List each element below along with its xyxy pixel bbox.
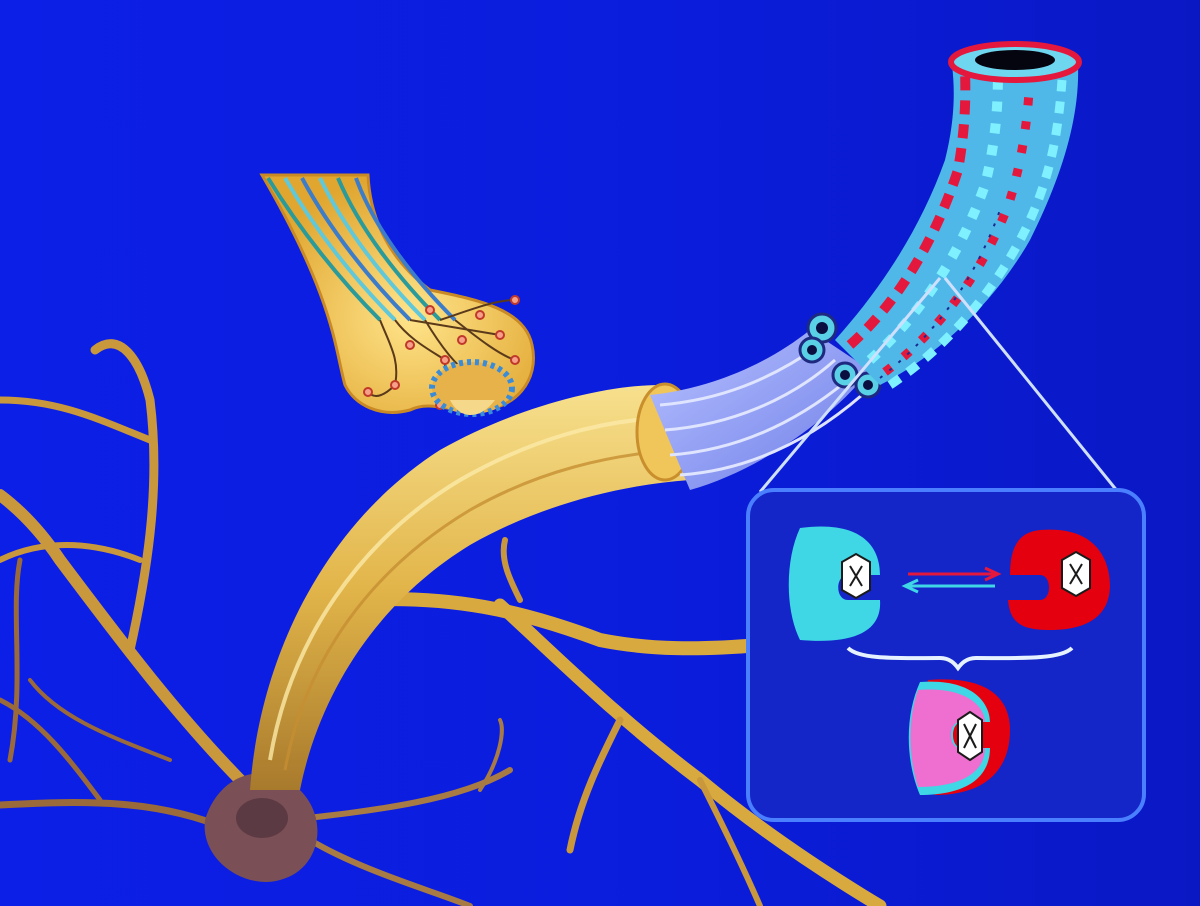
- dendrite-branches: [0, 339, 887, 906]
- gtp-molecule-icon: [1061, 550, 1091, 598]
- tubulin-red-state: [1008, 529, 1110, 630]
- synaptic-cleft: [429, 359, 515, 417]
- tubulin-cyan-state: [788, 526, 881, 641]
- tubulin-lattice: [846, 69, 1067, 389]
- presynaptic-terminal: [259, 173, 535, 417]
- inset-leader-lines: [758, 277, 1120, 493]
- tubulin-dimer-inset: [746, 488, 1146, 822]
- microtubule-lumen: [975, 50, 1055, 70]
- single-microtubule: [835, 41, 1082, 389]
- tubulin-superposition-state: [908, 679, 1010, 795]
- neuron-cell-body: [204, 773, 318, 882]
- superposition-brace-icon: [846, 646, 1074, 672]
- synaptic-vesicles: [363, 295, 520, 410]
- microtubule-bundle: [650, 312, 882, 490]
- gtp-molecule-icon: [957, 710, 983, 762]
- gtp-molecule-icon: [841, 552, 871, 600]
- axon-fibers: [266, 176, 457, 322]
- equilibrium-arrows-icon: [901, 566, 1002, 594]
